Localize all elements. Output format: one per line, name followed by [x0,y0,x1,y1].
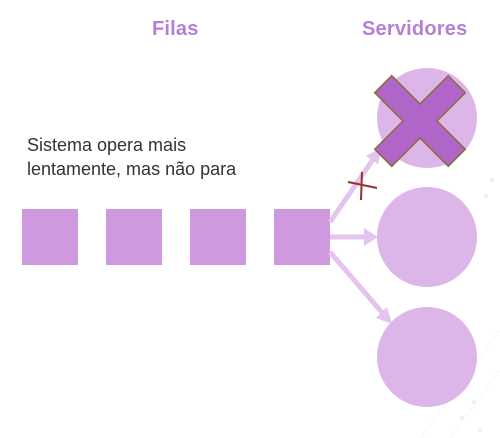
caption: Sistema opera mais lentamente, mas não p… [27,133,236,181]
link-to-server-2 [330,228,378,246]
server-2 [377,187,477,287]
queue-item-2 [106,209,162,265]
arrowhead-icon [364,228,378,246]
server-3 [377,307,477,407]
servers-header: Servidores [362,18,468,40]
server-failed-x-icon [373,74,467,168]
link-to-server-3 [328,250,392,324]
caption-line-1: Sistema opera mais [27,135,187,155]
queue-item-1 [22,209,78,265]
broken-link-x-icon [347,171,378,201]
arrowhead-icon [376,307,392,324]
caption-line-2: lentamente, mas não para [27,159,237,179]
queue-item-4 [274,209,330,265]
queue-item-3 [190,209,246,265]
queues-header: Filas [152,18,199,40]
